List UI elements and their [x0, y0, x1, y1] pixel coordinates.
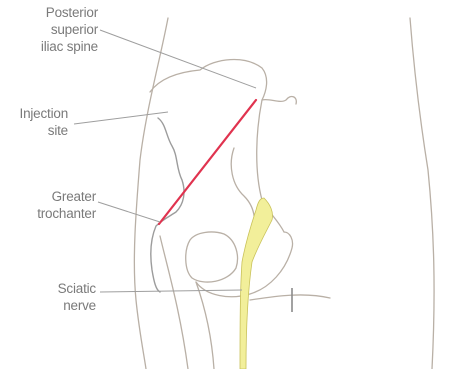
- sciatic-nerve: [240, 198, 273, 369]
- label-line: Posterior: [2, 4, 98, 21]
- label-line: Injection: [2, 105, 68, 122]
- body-outline-right: [410, 18, 434, 369]
- body-outline-left: [134, 18, 168, 369]
- label-posterior-superior-iliac-spine: Posterior superior iliac spine: [2, 4, 98, 55]
- label-line: iliac spine: [2, 38, 98, 55]
- gluteal-fold: [250, 295, 330, 300]
- label-line: Sciatic: [2, 280, 96, 297]
- label-line: Greater: [2, 188, 96, 205]
- sacrum-notch: [231, 148, 254, 228]
- label-line: superior: [2, 21, 98, 38]
- injection-line: [159, 100, 256, 224]
- acetabulum: [186, 232, 238, 282]
- leader-trochanter: [98, 202, 160, 222]
- iliac-crest: [150, 60, 296, 104]
- leader-injection: [74, 112, 168, 124]
- femur-outer: [160, 236, 188, 369]
- label-line: trochanter: [2, 205, 96, 222]
- label-sciatic-nerve: Sciatic nerve: [2, 280, 96, 314]
- femur-inner: [196, 282, 214, 369]
- label-line: site: [2, 122, 68, 139]
- leader-sciatic: [100, 290, 242, 292]
- label-injection-site: Injection site: [2, 105, 68, 139]
- label-line: nerve: [2, 297, 96, 314]
- label-greater-trochanter: Greater trochanter: [2, 188, 96, 222]
